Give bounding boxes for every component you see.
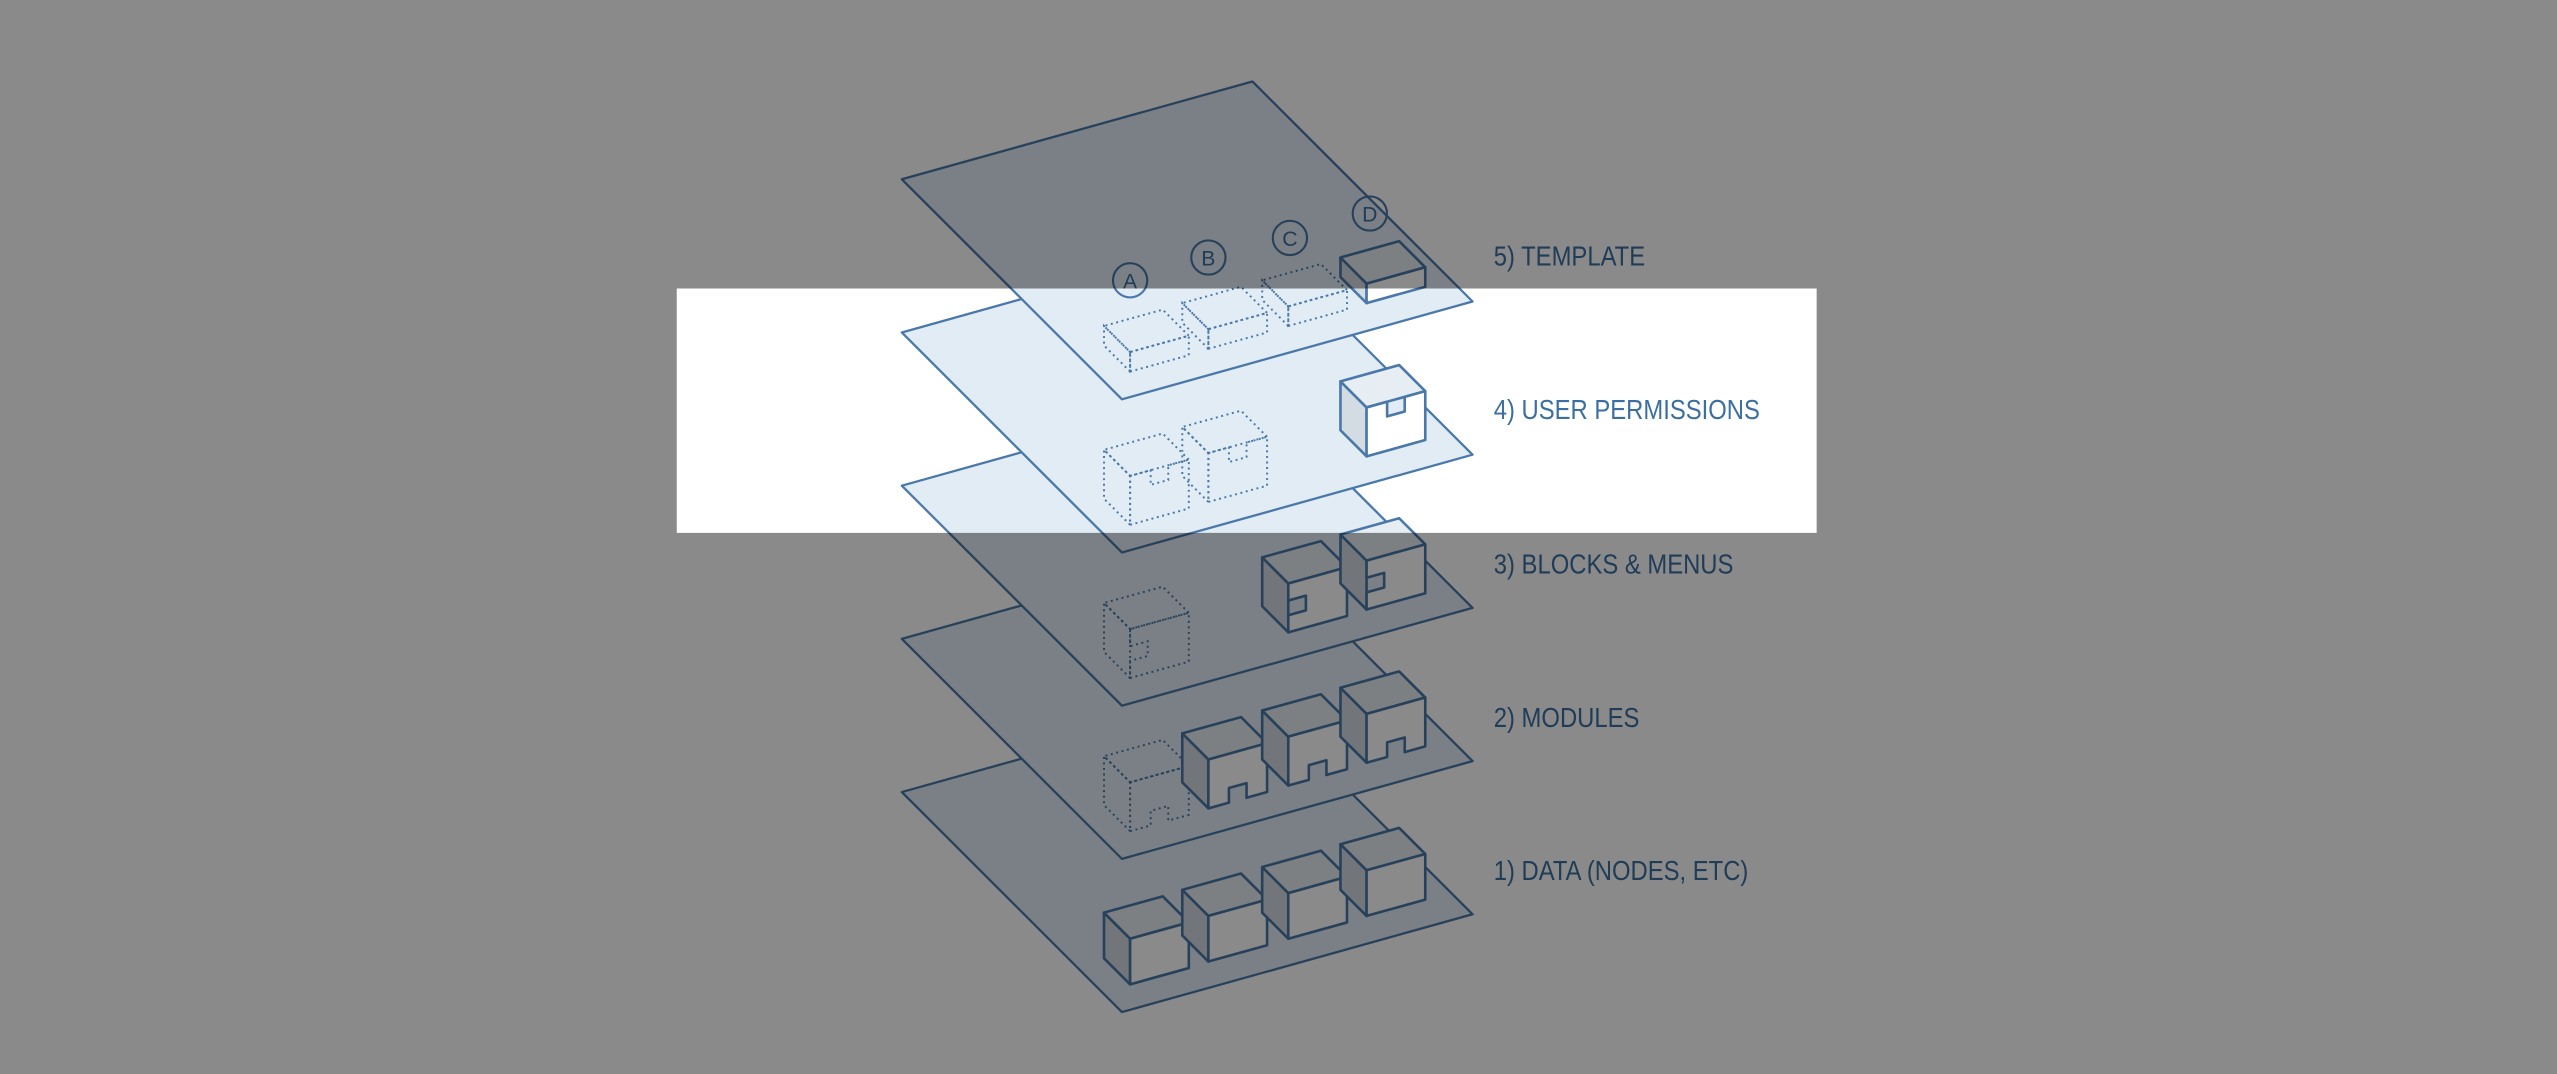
marker-a: A bbox=[1111, 262, 1149, 299]
ghost-modules-box-1 bbox=[1102, 738, 1191, 834]
layer-labels: 1) DATA (NODES, ETC) 2) MODULES 3) BLOCK… bbox=[1494, 242, 1760, 886]
ghost-template-box-2 bbox=[1180, 285, 1269, 352]
box-front-face bbox=[1129, 334, 1190, 373]
layer-label-blocks-menus: 3) BLOCKS & MENUS bbox=[1494, 550, 1734, 580]
ghost-user-permissions-box-2 bbox=[1180, 409, 1269, 505]
box-front-face bbox=[1365, 696, 1427, 765]
template-markers: A B C D bbox=[1111, 195, 1389, 299]
ghost-user-permissions-box-1 bbox=[1102, 432, 1191, 528]
marker-d: D bbox=[1351, 195, 1389, 232]
layer-label-template: 5) TEMPLATE bbox=[1494, 242, 1645, 272]
layer-label-data: 1) DATA (NODES, ETC) bbox=[1494, 856, 1749, 886]
box-top-face bbox=[1180, 409, 1269, 455]
box-front-face bbox=[1129, 611, 1190, 680]
svg-text:B: B bbox=[1201, 248, 1215, 271]
box-side-face bbox=[1103, 600, 1132, 681]
box-front-face bbox=[1207, 741, 1269, 810]
box-front-face bbox=[1129, 458, 1190, 527]
layer-label-modules: 2) MODULES bbox=[1494, 703, 1640, 733]
ghost-template-box-1 bbox=[1102, 308, 1191, 374]
layer-plane bbox=[900, 80, 1474, 401]
data-box-3 bbox=[1260, 849, 1349, 941]
box-top-face bbox=[1102, 738, 1191, 784]
layers-group bbox=[900, 80, 1474, 1014]
layer-template bbox=[900, 80, 1474, 401]
layer-label-user-permissions: 4) USER PERMISSIONS bbox=[1494, 395, 1760, 425]
ghost-template-box-3 bbox=[1260, 262, 1349, 329]
marker-c: C bbox=[1271, 219, 1309, 257]
modules-box-3 bbox=[1260, 692, 1349, 787]
box-front-face bbox=[1207, 435, 1269, 504]
template-box-4 bbox=[1339, 239, 1427, 305]
blocks-menus-box-3 bbox=[1260, 539, 1349, 634]
marker-b: B bbox=[1190, 239, 1227, 276]
user-permissions-box-4 bbox=[1339, 363, 1427, 458]
box-front-face bbox=[1287, 288, 1348, 328]
box-front-face bbox=[1286, 719, 1349, 787]
box-front-face bbox=[1365, 852, 1427, 918]
box-side-face bbox=[1181, 300, 1210, 352]
box-front-face bbox=[1286, 565, 1349, 634]
data-box-4 bbox=[1339, 826, 1427, 918]
data-box-2 bbox=[1180, 872, 1269, 963]
svg-text:D: D bbox=[1362, 204, 1377, 227]
box-top-face bbox=[1102, 585, 1191, 631]
modules-box-4 bbox=[1339, 670, 1427, 765]
box-top-face bbox=[1102, 432, 1191, 477]
box-front-face bbox=[1365, 265, 1427, 305]
modules-box-2 bbox=[1180, 715, 1269, 810]
blocks-menus-box-4 bbox=[1339, 516, 1427, 611]
box-front-face bbox=[1207, 311, 1269, 351]
svg-text:A: A bbox=[1123, 270, 1138, 293]
ghost-blocks-menus-box-1 bbox=[1102, 585, 1191, 681]
svg-text:C: C bbox=[1282, 228, 1297, 251]
box-front-face bbox=[1365, 543, 1427, 611]
box-side-face bbox=[1103, 323, 1132, 374]
box-side-face bbox=[1261, 277, 1290, 329]
box-front-face bbox=[1365, 389, 1427, 458]
